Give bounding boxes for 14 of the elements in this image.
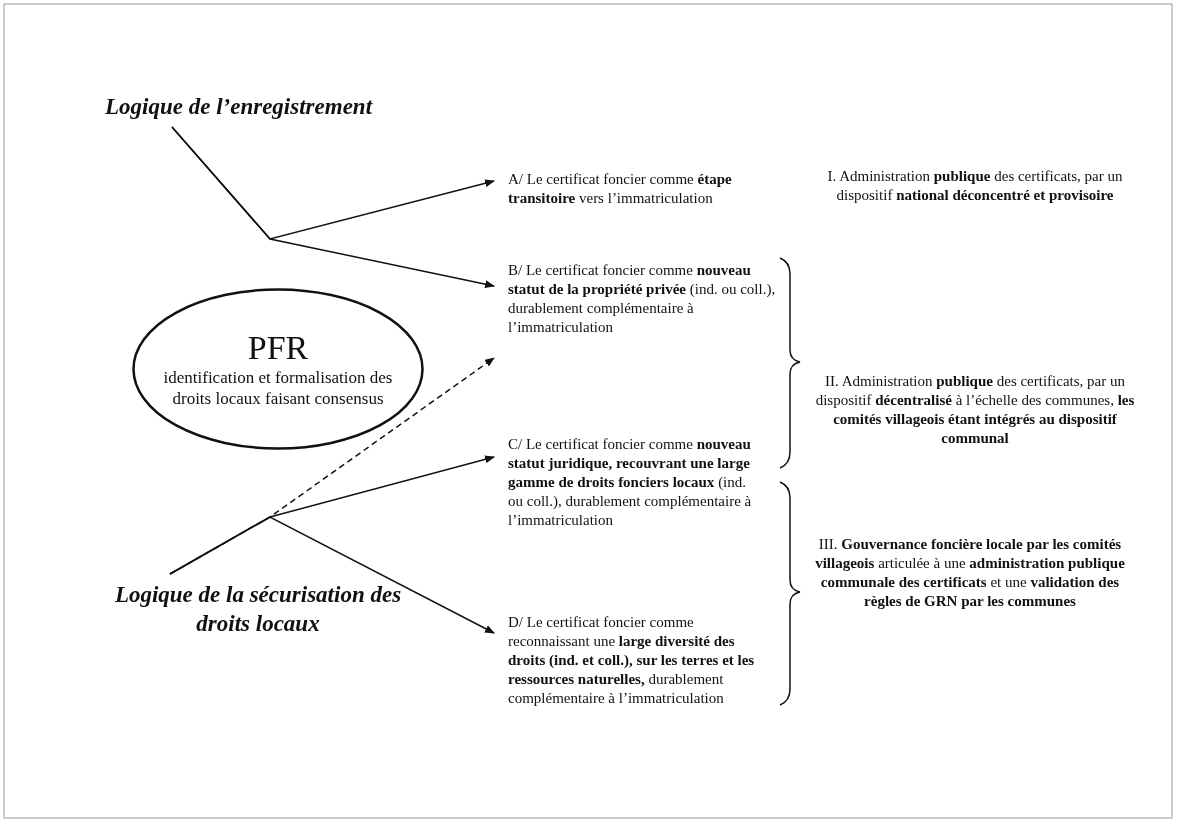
result-text: III. Gouvernance foncière locale par les comités villageois articulée à une administration publique communale des certificats et une validation des règles de GRN par les communes xyxy=(814,535,1126,611)
item-text: D/ Le certificat foncier comme reconnaissant une large diversité des droits (ind. et coll.), sur les terres et les ressources naturelles, durablement complémentaire à l’immatriculation xyxy=(508,613,756,708)
arrow xyxy=(169,516,495,634)
item-text: C/ Le certificat foncier comme nouveau statut juridique, recouvrant une large gamme de droits fonciers locaux (ind. ou coll.), durablement complémentaire à l’immatriculation xyxy=(508,435,753,530)
description-text: identification et formalisation des droits locaux faisant consensus xyxy=(162,367,394,409)
item-text: B/ Le certificat foncier comme nouveau statut de la propriété privée (ind. ou coll.), durablement complémentaire à l’immatriculation xyxy=(508,261,777,337)
arrow xyxy=(171,126,495,289)
item-text: A/ Le certificat foncier comme étape transitoire vers l’immatriculation xyxy=(508,170,733,208)
heading-text: Logique de la sécurisation des droits locaux xyxy=(113,581,403,638)
ellipse-node xyxy=(132,288,424,450)
result-text: I. Administration publique des certificats, par un dispositif national déconcentré et provisoire xyxy=(826,167,1124,205)
result-text: II. Administration publique des certificats, par un dispositif décentralisé à l’échelle des communes, les comités villageois étant intégrés au dispositif communal xyxy=(814,372,1136,448)
title-text: PFR xyxy=(247,329,309,367)
heading-text: Logique de l’enregistrement xyxy=(105,93,374,121)
